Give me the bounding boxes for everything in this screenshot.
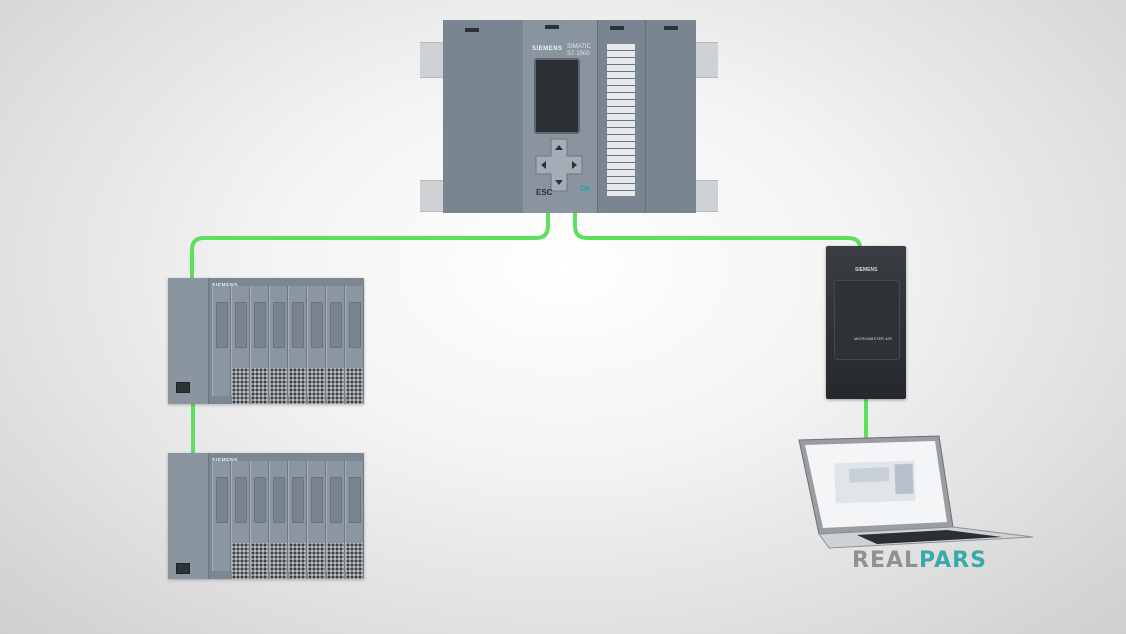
- cpu-model-line1: SIMATIC: [567, 44, 591, 50]
- cable-cpu-to-drive: [573, 211, 862, 250]
- laptop-keyboard[interactable]: [857, 530, 1002, 544]
- rack-2-module: [250, 461, 269, 579]
- programming-laptop[interactable]: [797, 434, 1037, 550]
- rack-1-module: [345, 286, 364, 404]
- cpu-display[interactable]: [534, 58, 580, 134]
- arrow-left-icon[interactable]: [541, 161, 546, 169]
- io-module-terminal: [598, 20, 646, 213]
- arrow-down-icon[interactable]: [555, 180, 563, 185]
- arrow-up-icon[interactable]: [555, 145, 563, 150]
- rack-1-module: [307, 286, 326, 404]
- software-toolbar: [848, 467, 890, 483]
- rack-1-module: [269, 286, 288, 404]
- cpu-brand: SIEMENS: [532, 46, 563, 52]
- io-rack-1[interactable]: SIEMENS: [168, 278, 364, 404]
- realpars-logo: REALPARS: [852, 548, 987, 573]
- logo-text-real: REAL: [852, 548, 920, 573]
- cable-cpu-to-io-rack: [190, 211, 550, 284]
- rack-1-module: [288, 286, 307, 404]
- variable-frequency-drive[interactable]: SIEMENS MICROMASTER 420: [826, 246, 906, 399]
- rack-1-module: [231, 286, 250, 404]
- status-leds: [465, 28, 479, 32]
- rack-2-module: [269, 461, 288, 579]
- signal-module: [646, 20, 696, 213]
- plc-cpu-module[interactable]: SIEMENS SIMATIC S7-1500 ESC OK: [420, 20, 718, 213]
- ok-button[interactable]: OK: [580, 186, 591, 193]
- rack-2-module: [231, 461, 250, 579]
- ethernet-port-2[interactable]: [176, 563, 190, 574]
- cpu-front-panel: SIEMENS SIMATIC S7-1500 ESC OK: [523, 20, 598, 213]
- ethernet-port-1[interactable]: [176, 382, 190, 393]
- logo-text-pars: PARS: [919, 548, 987, 573]
- interface-module-1: [168, 278, 209, 404]
- io-rack-2[interactable]: SIEMENS: [168, 453, 364, 579]
- arrow-right-icon[interactable]: [572, 161, 577, 169]
- rack-1-module: [326, 286, 345, 404]
- rack-2-module: [288, 461, 307, 579]
- drive-model-label: MICROMASTER 420: [854, 336, 892, 341]
- drive-brand: SIEMENS: [855, 267, 878, 273]
- navigation-pad[interactable]: [534, 137, 584, 193]
- cpu-model-line2: S7-1500: [567, 51, 590, 57]
- rack-1-module: [212, 286, 231, 396]
- rack-2-module: [212, 461, 231, 571]
- power-supply-module: [443, 20, 524, 213]
- rack-2-module: [345, 461, 364, 579]
- rack-2-module: [326, 461, 345, 579]
- interface-module-2: [168, 453, 209, 579]
- drive-panel: [834, 280, 900, 360]
- software-side-panel: [894, 463, 914, 495]
- cpu-status-leds: [545, 25, 559, 29]
- rack-2-module: [307, 461, 326, 579]
- io-status-leds: [610, 26, 624, 30]
- rack-1-module: [250, 286, 269, 404]
- signal-status-leds: [664, 26, 678, 30]
- esc-button[interactable]: ESC: [536, 188, 553, 197]
- terminal-block: [607, 44, 635, 196]
